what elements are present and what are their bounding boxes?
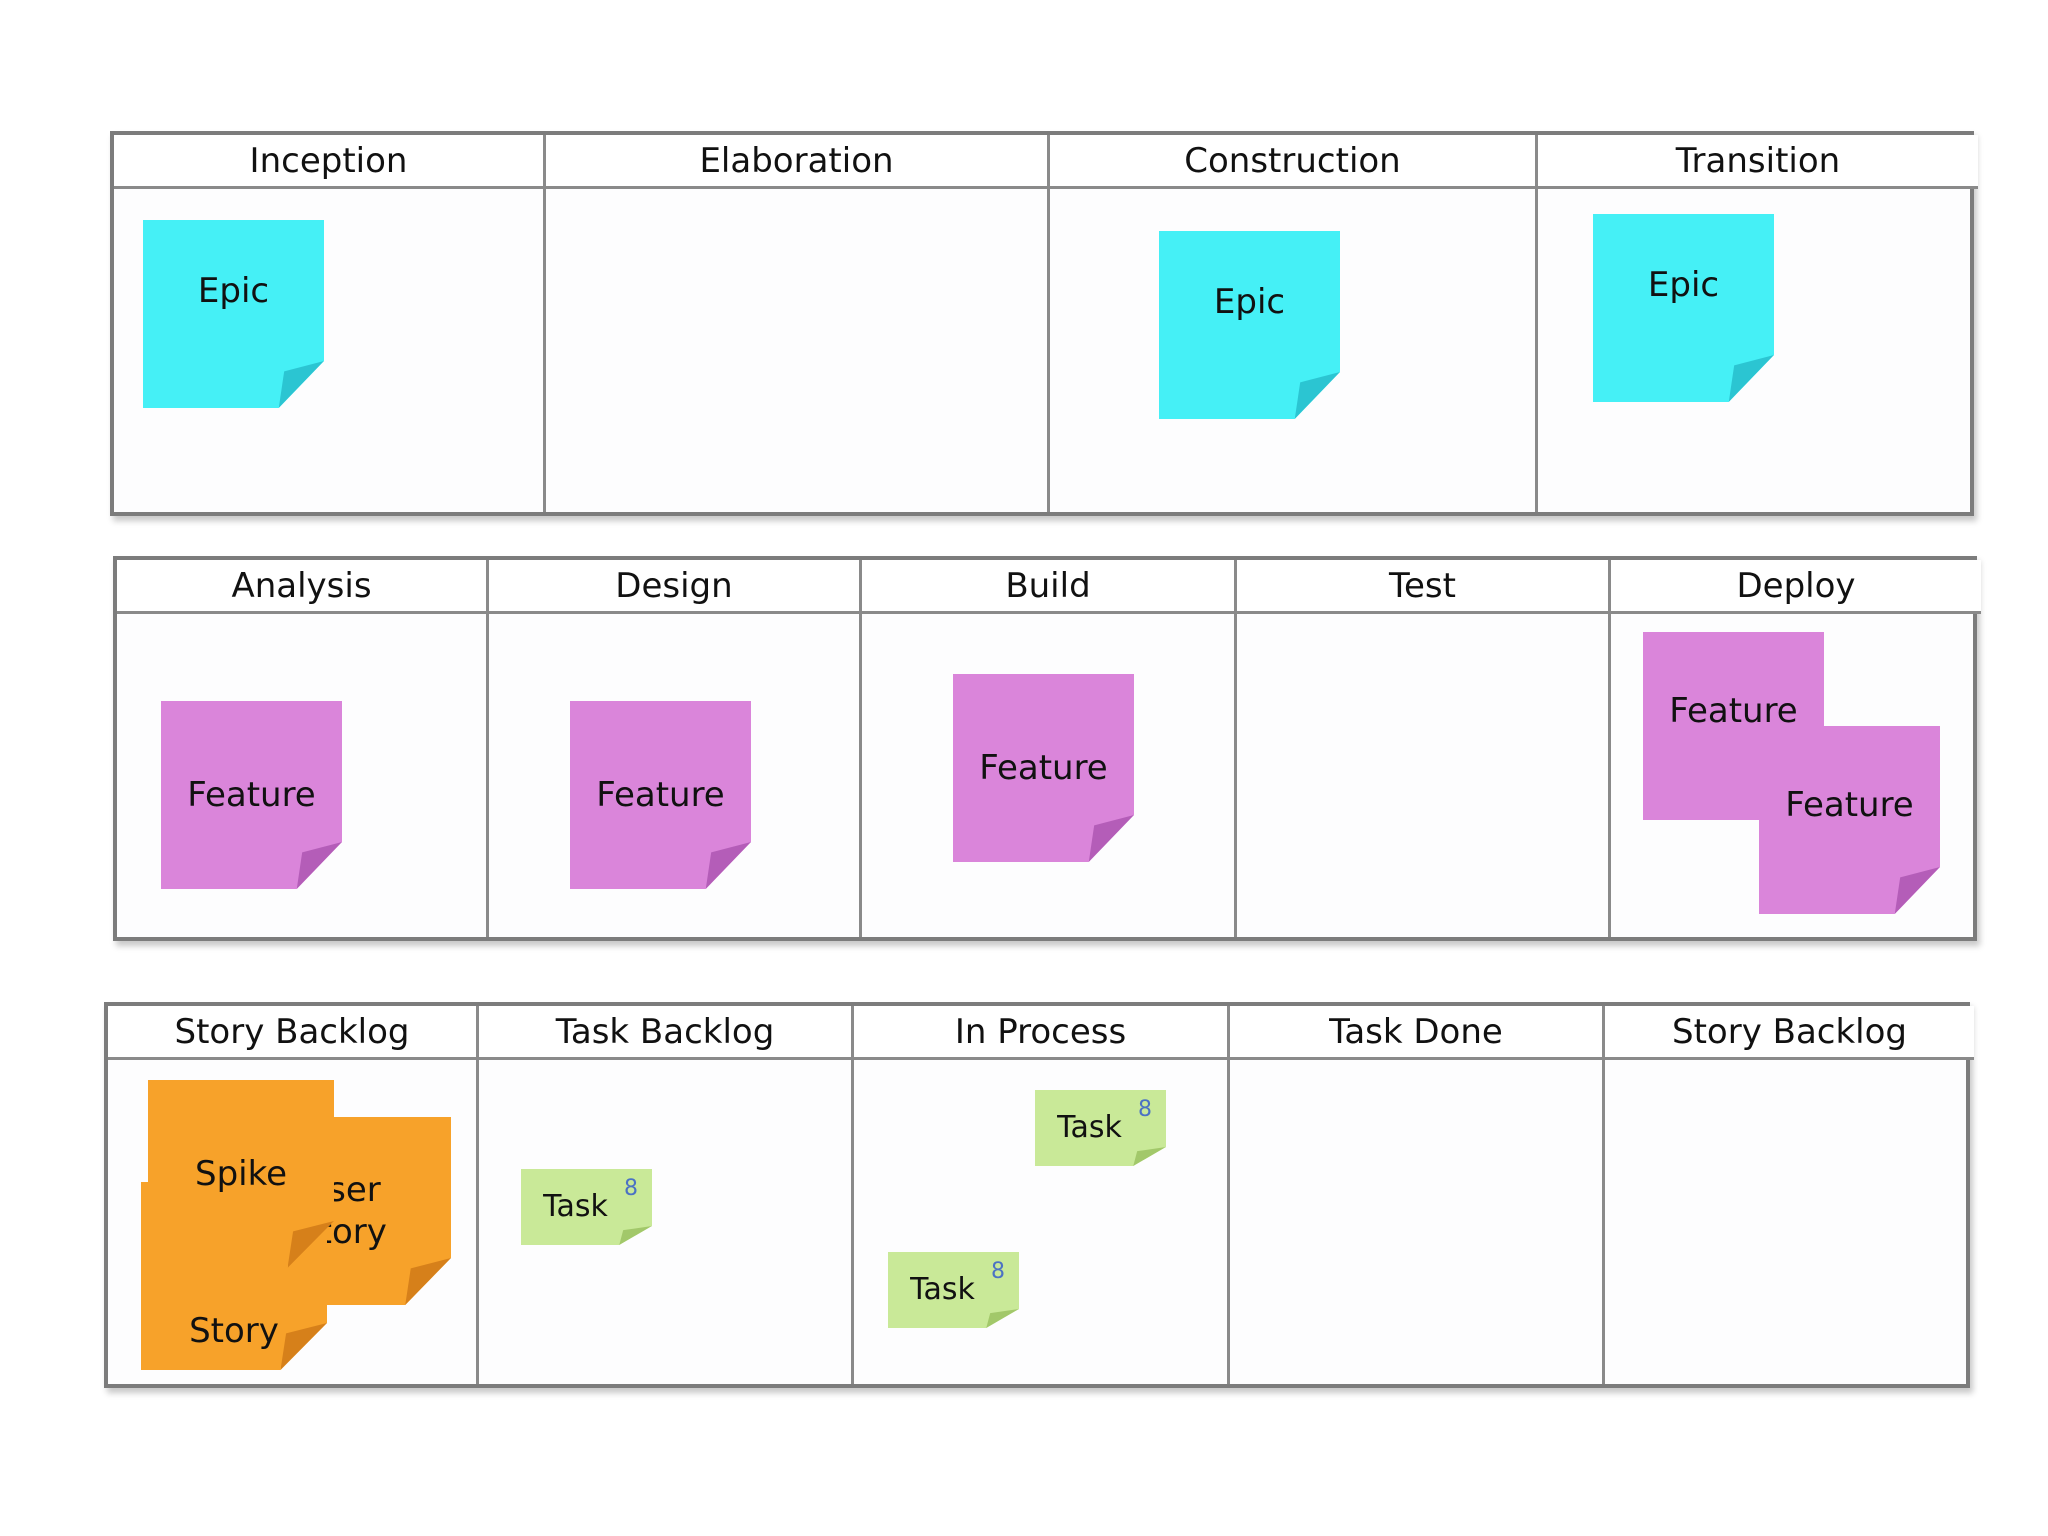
task-sticky-note[interactable]: Task 8 bbox=[888, 1252, 1019, 1328]
task-estimate: 8 bbox=[624, 1176, 638, 1201]
note-label: Task bbox=[1057, 1110, 1122, 1146]
column-header: Elaboration bbox=[546, 135, 1047, 189]
column-header: Analysis bbox=[117, 560, 486, 614]
column-header: Design bbox=[489, 560, 859, 614]
column-header: Story Backlog bbox=[108, 1006, 476, 1060]
column-header: Inception bbox=[114, 135, 543, 189]
column-build: Build bbox=[859, 560, 1234, 937]
epic-sticky-note[interactable]: Epic bbox=[1593, 214, 1774, 402]
note-label: Spike bbox=[194, 1153, 287, 1194]
note-label: Epic bbox=[1647, 265, 1720, 306]
column-elaboration: Elaboration bbox=[543, 135, 1047, 512]
note-label: Epic bbox=[1213, 282, 1286, 323]
column-test: Test bbox=[1234, 560, 1608, 937]
column-header: Task Done bbox=[1230, 1006, 1602, 1060]
column-header: Construction bbox=[1050, 135, 1535, 189]
task-estimate: 8 bbox=[991, 1259, 1005, 1284]
task-sticky-note[interactable]: Task 8 bbox=[521, 1169, 652, 1245]
column-deploy: Deploy bbox=[1608, 560, 1981, 937]
note-label: Feature bbox=[1785, 784, 1914, 825]
column-in-process: In Process bbox=[851, 1006, 1227, 1384]
epic-sticky-note[interactable]: Epic bbox=[1159, 231, 1340, 419]
column-header: Transition bbox=[1538, 135, 1978, 189]
column-header: Deploy bbox=[1611, 560, 1981, 614]
epic-sticky-note[interactable]: Epic bbox=[143, 220, 324, 408]
feature-sticky-note[interactable]: Feature bbox=[161, 701, 342, 889]
feature-sticky-note[interactable]: Feature bbox=[1759, 726, 1940, 914]
column-task-done: Task Done bbox=[1227, 1006, 1602, 1384]
feature-sticky-note[interactable]: Feature bbox=[570, 701, 751, 889]
note-label: Feature bbox=[596, 774, 725, 815]
note-label: Feature bbox=[979, 747, 1108, 788]
note-label: Feature bbox=[187, 774, 316, 815]
column-task-backlog: Task Backlog bbox=[476, 1006, 851, 1384]
column-inception: Inception bbox=[114, 135, 543, 512]
column-analysis: Analysis bbox=[117, 560, 486, 937]
column-header: Test bbox=[1237, 560, 1608, 614]
task-sticky-note[interactable]: Task 8 bbox=[1035, 1090, 1166, 1166]
column-story-backlog-done: Story Backlog bbox=[1602, 1006, 1974, 1384]
column-header: Story Backlog bbox=[1605, 1006, 1974, 1060]
note-label: Task bbox=[543, 1189, 608, 1225]
column-header: Build bbox=[862, 560, 1234, 614]
column-story-backlog: Story Backlog bbox=[108, 1006, 476, 1384]
feature-sticky-note[interactable]: Feature bbox=[953, 674, 1134, 862]
column-header: Task Backlog bbox=[479, 1006, 851, 1060]
column-design: Design bbox=[486, 560, 859, 937]
note-label: Story bbox=[189, 1310, 279, 1351]
column-transition: Transition bbox=[1535, 135, 1978, 512]
note-label: Feature bbox=[1669, 690, 1798, 731]
column-construction: Construction bbox=[1047, 135, 1535, 512]
task-estimate: 8 bbox=[1138, 1097, 1152, 1122]
column-header: In Process bbox=[854, 1006, 1227, 1060]
spike-sticky-note[interactable]: Spike bbox=[148, 1080, 334, 1268]
note-label: Task bbox=[910, 1272, 975, 1308]
note-label: Epic bbox=[197, 271, 270, 312]
